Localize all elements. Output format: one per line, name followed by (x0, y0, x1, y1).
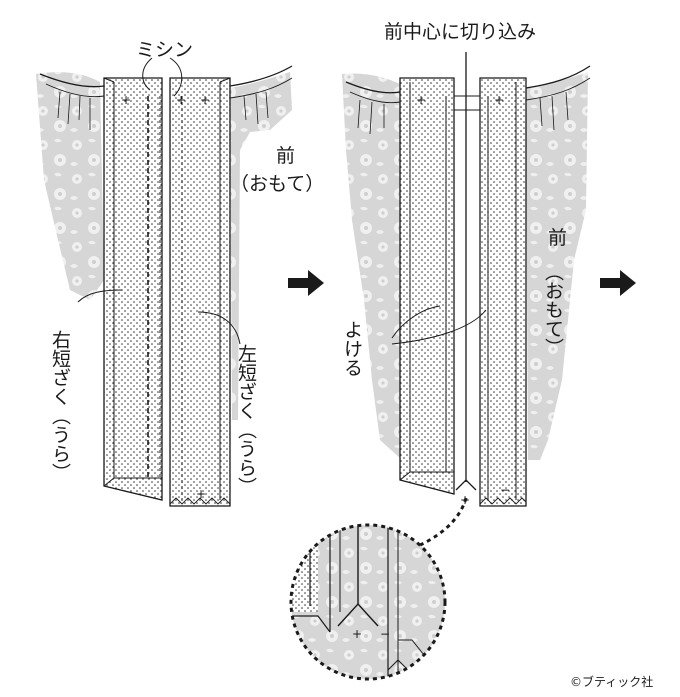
right-placket-1 (103, 77, 163, 501)
zoom-circle (289, 523, 447, 681)
label-fold-aside: よける (341, 320, 363, 377)
zoom-connector (417, 497, 468, 548)
label-front-2: 前 (548, 227, 567, 249)
step-2-illustration: + + + − (342, 52, 591, 507)
label-right-placket: 右短ざく（うら） (49, 330, 71, 482)
arrow-right-icon (288, 270, 324, 296)
svg-text:+: + (121, 93, 131, 107)
label-left-placket: 左短ざく（うら） (235, 344, 257, 496)
label-front-paren-2: （おもて） (542, 262, 564, 357)
svg-text:−: − (500, 483, 510, 497)
label-front-paren-1: （おもて） (230, 173, 324, 195)
label-sewing: ミシン (136, 39, 193, 61)
arrow-right-icon (600, 270, 636, 296)
garment-left-side-1 (36, 72, 104, 300)
step-1-illustration: + + + + (36, 57, 293, 507)
svg-text:+: + (200, 93, 210, 107)
neckline-1 (39, 73, 105, 88)
left-placket-1 (169, 77, 231, 507)
copyright-text: ©ブティック社 (570, 674, 653, 689)
right-placket-2 (399, 77, 455, 495)
label-center-cut: 前中心に切り込み (384, 21, 536, 43)
svg-text:−: − (380, 627, 390, 641)
garment-right-side-2 (526, 72, 588, 460)
garment-right-side-1 (230, 72, 292, 420)
svg-text:+: + (196, 487, 206, 501)
label-front-1: 前 (276, 145, 295, 167)
garment-left-side-2 (342, 73, 402, 461)
svg-text:+: + (176, 93, 186, 107)
svg-text:+: + (352, 627, 362, 641)
svg-text:+: + (416, 93, 426, 107)
svg-text:+: + (494, 93, 504, 107)
left-placket-2 (479, 77, 527, 507)
zoom-detail: + − (289, 523, 447, 681)
